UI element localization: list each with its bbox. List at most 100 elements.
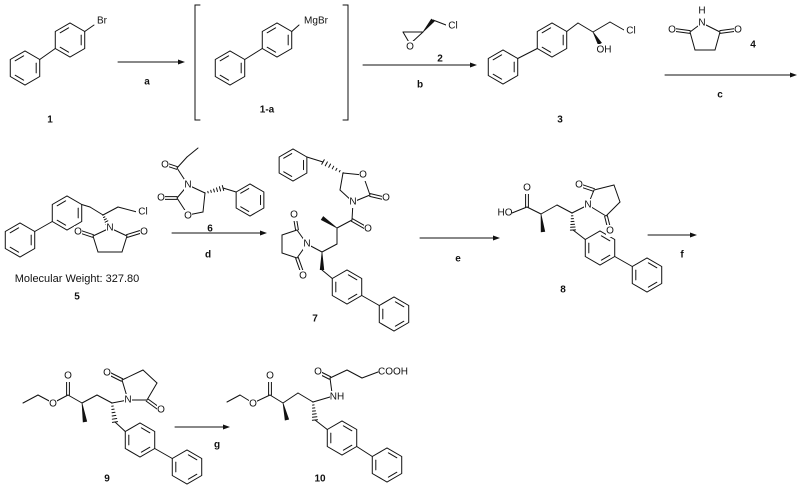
double-bond	[126, 232, 141, 238]
atom-label: OH	[597, 45, 612, 56]
atom-label: O	[184, 211, 192, 222]
benzene-ring	[124, 422, 156, 458]
hash-line	[213, 188, 215, 193]
single-bond	[269, 394, 284, 404]
ring-double-bond	[266, 27, 277, 34]
single-bond	[297, 392, 314, 403]
ring-double-bond	[387, 471, 398, 478]
double-bond	[369, 195, 384, 200]
single-bond	[121, 369, 144, 381]
single-bond	[556, 204, 573, 214]
ring-double-bond	[342, 444, 353, 451]
step-label: b	[417, 80, 423, 91]
arrow-head-icon	[260, 230, 267, 236]
double-bond	[581, 186, 595, 192]
single-bond	[291, 24, 300, 32]
hash-line	[111, 414, 117, 417]
label-background	[446, 20, 460, 32]
hash-line	[331, 165, 335, 170]
ring-double-bond	[342, 425, 353, 432]
single-bond	[84, 24, 95, 32]
benzene-ring	[631, 257, 663, 293]
ring-double-bond	[59, 46, 70, 53]
label-background	[597, 44, 611, 56]
step-label: f	[680, 250, 684, 261]
compound-number: 6	[207, 224, 213, 235]
single-bond	[226, 394, 241, 403]
benzene-ring	[214, 50, 246, 86]
single-bond	[176, 156, 188, 169]
benzene-ring	[235, 183, 265, 217]
single-bond	[96, 394, 113, 404]
single-bond	[432, 19, 447, 26]
ring-double-bond	[240, 206, 250, 212]
ring-outline	[54, 22, 86, 58]
double-bond	[719, 30, 736, 34]
label-background	[314, 366, 322, 378]
arrow-head-icon	[493, 235, 500, 241]
step-label: g	[214, 440, 220, 451]
atom-label: HO	[498, 208, 513, 219]
double-bond	[110, 372, 124, 380]
single-bond	[613, 184, 621, 203]
label-background	[380, 366, 406, 378]
hashed-bond	[569, 212, 577, 231]
hash-line	[324, 161, 328, 167]
single-bond	[186, 147, 199, 158]
ring-outline	[235, 183, 265, 217]
ring-double-bond	[283, 153, 293, 159]
reaction-arrow-c: c	[664, 72, 797, 101]
ring-double-bond	[14, 55, 25, 62]
atom-label: NH	[330, 392, 344, 403]
atom-label: O	[157, 405, 165, 416]
single-bond	[154, 448, 173, 459]
compound-number: 5	[74, 292, 80, 303]
atom-label: N	[584, 200, 591, 211]
benzene-ring	[9, 50, 41, 86]
label-background	[106, 222, 114, 234]
atom-label: N	[698, 18, 705, 29]
single-bond	[121, 235, 128, 253]
label-background	[575, 179, 583, 191]
label-background	[359, 169, 367, 181]
atom-label: Cl	[138, 207, 147, 218]
hash-line	[104, 220, 109, 223]
ring-outline	[326, 420, 358, 456]
ring-double-bond	[541, 27, 552, 34]
label-background	[382, 192, 390, 204]
hash-line	[102, 216, 106, 219]
atom-label: O	[299, 271, 307, 282]
compound-number: 1-a	[260, 105, 275, 116]
atom-label: O	[606, 226, 614, 237]
hash-line	[328, 163, 332, 168]
arrow-head-icon	[790, 72, 797, 78]
ring-double-bond	[9, 246, 20, 253]
intermediate-bracket	[194, 4, 349, 121]
reaction-arrow-e: e	[419, 235, 500, 265]
double-bond	[145, 400, 158, 410]
double-bond	[108, 374, 122, 382]
ring-outline	[487, 49, 519, 85]
single-bond	[222, 187, 237, 193]
single-bond	[714, 31, 721, 51]
wedge-bond	[319, 252, 325, 270]
single-bond	[67, 394, 83, 404]
reaction-arrow-a: a	[117, 59, 185, 88]
atom-label: N	[349, 197, 356, 208]
double-bond	[167, 165, 178, 170]
hash-line	[103, 218, 107, 221]
atom-label: H	[698, 6, 705, 17]
label-background	[136, 206, 150, 218]
benzene-ring	[54, 22, 86, 58]
label-background	[249, 398, 257, 410]
hash-line	[111, 417, 118, 420]
single-bond	[361, 371, 379, 379]
label-background	[303, 15, 329, 27]
ring-double-bond	[347, 274, 358, 281]
single-bond	[329, 377, 333, 394]
double-bond	[147, 398, 160, 408]
